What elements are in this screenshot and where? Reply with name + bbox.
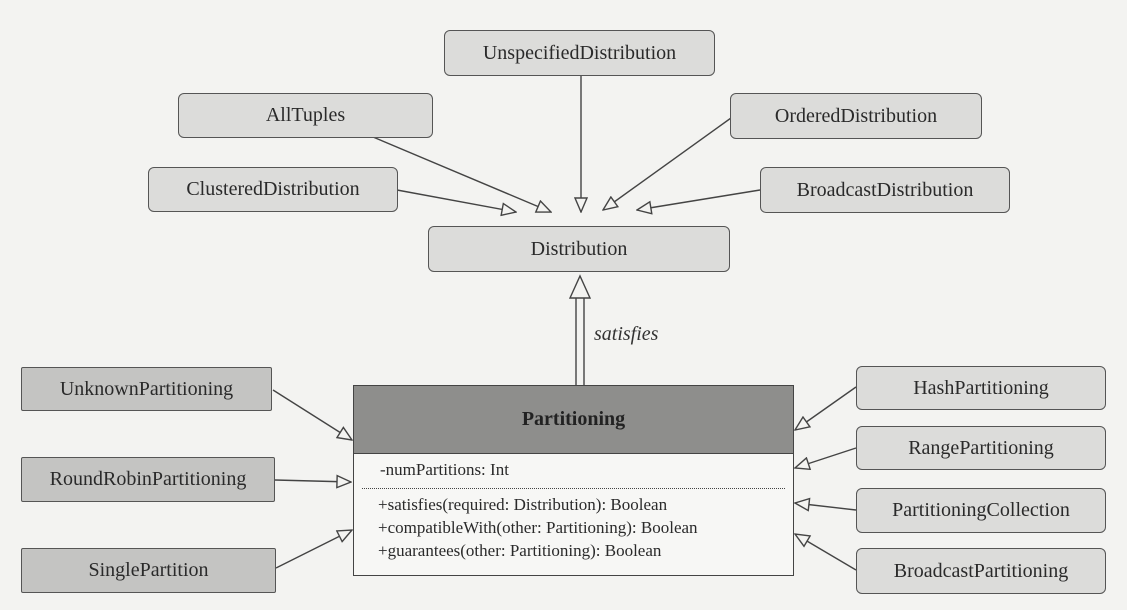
range-partitioning-box: RangePartitioning [856,426,1106,470]
operation-compatible-with: +compatibleWith(other: Partitioning): Bo… [378,518,698,537]
attribute-num-partitions: -numPartitions: Int [380,460,509,479]
ordered-distribution-box: OrderedDistribution [730,93,982,139]
class-attributes: -numPartitions: Int [354,454,793,486]
single-partition-box: SinglePartition [21,548,276,593]
operation-guarantees: +guarantees(other: Partitioning): Boolea… [378,541,662,560]
arrow-ordered-to-distribution [603,117,732,210]
satisfies-label: satisfies [594,323,659,345]
distribution-box: Distribution [428,226,730,272]
arrow-broadcastpart-to-partitioning [795,534,857,571]
clustered-distribution-box: ClusteredDistribution [148,167,398,212]
arrow-unknown-to-partitioning [272,389,352,440]
arrow-range-to-partitioning [795,447,857,468]
class-operations: +satisfies(required: Distribution): Bool… [354,489,793,562]
broadcast-partitioning-box: BroadcastPartitioning [856,548,1106,594]
arrow-single-to-partitioning [275,530,352,569]
operation-satisfies: +satisfies(required: Distribution): Bool… [378,495,668,514]
round-robin-partitioning-box: RoundRobinPartitioning [21,457,275,502]
arrow-broadcast-to-distribution [637,189,761,210]
all-tuples-box: AllTuples [178,93,433,138]
unspecified-distribution-box: UnspecifiedDistribution [444,30,715,76]
arrow-hash-to-partitioning [795,386,857,430]
arrow-collection-to-partitioning [795,503,857,510]
hash-partitioning-box: HashPartitioning [856,366,1106,410]
attribute-operation-divider [362,488,785,489]
unknown-partitioning-box: UnknownPartitioning [21,367,272,411]
partitioning-collection-box: PartitioningCollection [856,488,1106,533]
broadcast-distribution-box: BroadcastDistribution [760,167,1010,213]
partitioning-class-name: Partitioning [354,386,793,454]
arrow-roundrobin-to-partitioning [274,480,351,482]
satisfies-arrow [568,274,592,385]
arrow-alltuples-to-distribution [372,136,551,212]
partitioning-class: Partitioning -numPartitions: Int +satisf… [353,385,794,576]
arrow-clustered-to-distribution [396,189,516,212]
